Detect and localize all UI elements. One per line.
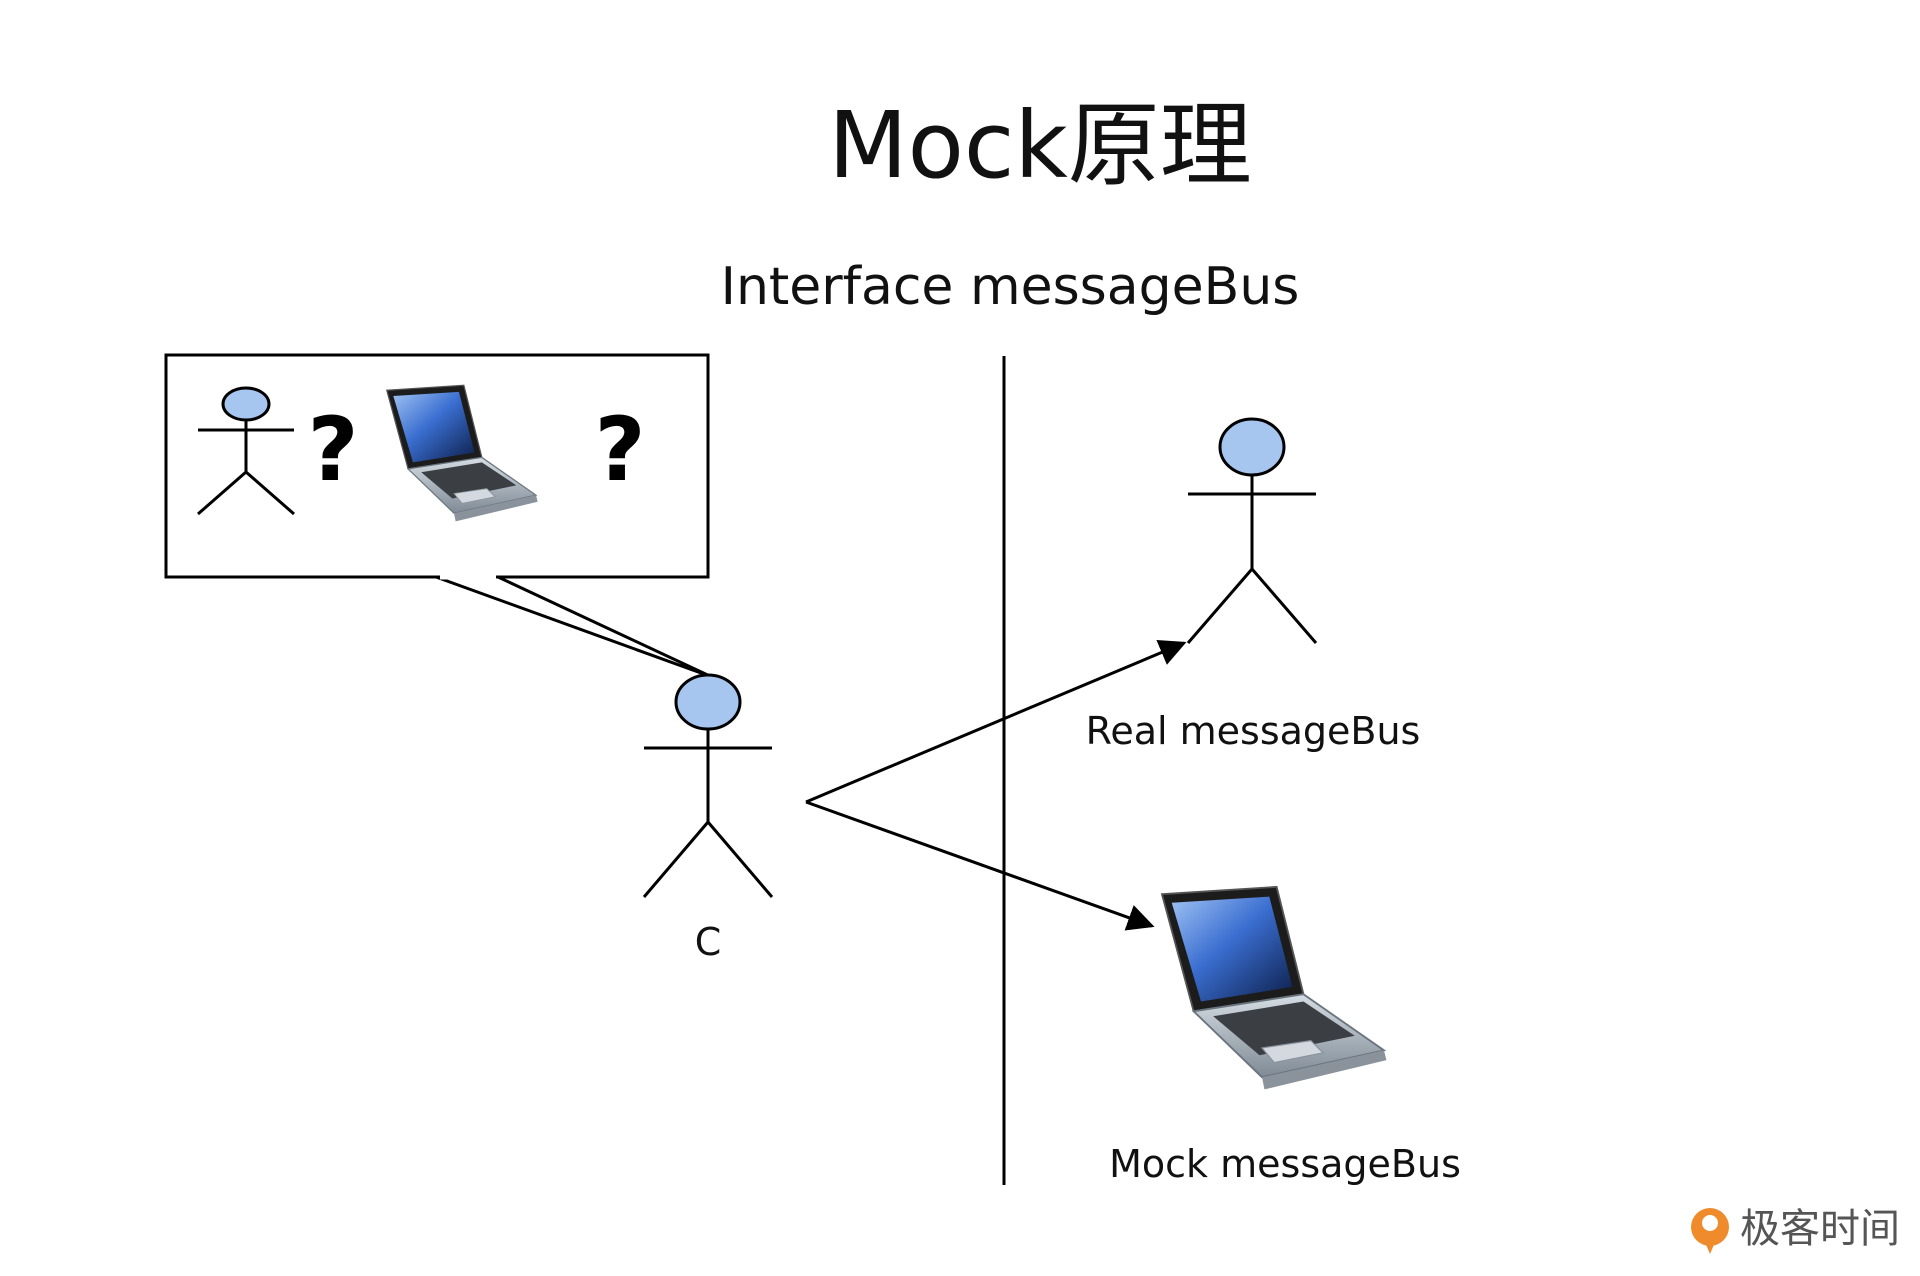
- mock-messagebus: Mock messageBus: [1109, 885, 1461, 1186]
- real-messagebus: Real messageBus: [1086, 417, 1421, 753]
- page-title: Mock原理: [828, 92, 1252, 199]
- watermark: 极客时间: [1691, 1206, 1900, 1254]
- logo-icon: [1691, 1208, 1729, 1254]
- question-mark-2: ?: [594, 398, 645, 501]
- arrow-to-real: [805, 639, 1187, 804]
- client-label: C: [695, 920, 722, 964]
- stick-figure-icon: [197, 386, 295, 516]
- stick-figure-icon: [1186, 417, 1318, 644]
- arrow-to-mock: [805, 800, 1155, 931]
- stick-figure-icon: [642, 673, 774, 898]
- watermark-text: 极客时间: [1740, 1206, 1900, 1252]
- real-messagebus-label: Real messageBus: [1086, 709, 1421, 753]
- speech-bubble: ? ?: [164, 353, 713, 679]
- client-actor: C: [642, 673, 774, 964]
- interface-label: Interface messageBus: [721, 257, 1300, 317]
- mock-messagebus-label: Mock messageBus: [1109, 1142, 1461, 1186]
- laptop-icon: [1161, 885, 1388, 1091]
- question-mark-1: ?: [307, 398, 358, 501]
